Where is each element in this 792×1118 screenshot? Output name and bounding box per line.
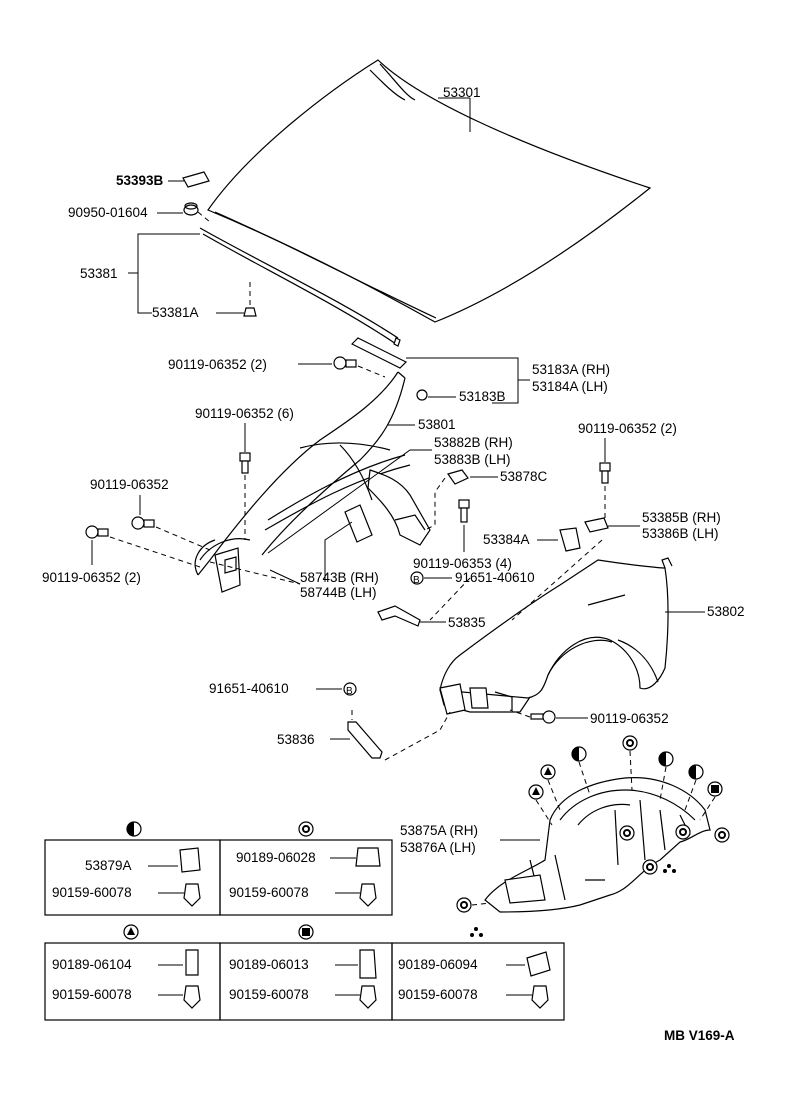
legend-3-part: 90189-06104 — [52, 957, 132, 972]
liner-marker-ring-3 — [675, 824, 691, 840]
label-bolt-apron: 90119-06352 (6) — [195, 406, 294, 421]
liner-marker-ring-1 — [622, 735, 638, 751]
legend-1-screw: 90159-60078 — [52, 885, 132, 900]
label-clip-878c: 53878C — [500, 469, 548, 484]
legend-4-part: 90189-06013 — [229, 957, 309, 972]
label-bolt-left2: 90119-06352 (2) — [42, 570, 141, 585]
label-bolt-right: 90119-06352 (2) — [578, 421, 677, 436]
nut-2-marker: B — [346, 686, 353, 697]
label-bolt-left: 90119-06352 — [90, 477, 169, 492]
label-apron: 53801 — [418, 417, 456, 432]
guard-icon — [584, 517, 609, 533]
liner-marker-half-3 — [688, 764, 704, 780]
label-stay-lh: 53184A (LH) — [532, 379, 608, 394]
hood-panel — [207, 59, 652, 323]
nut-2-icon: B — [343, 682, 357, 697]
label-nut-1: 91651-40610 — [455, 570, 535, 585]
legend-box-5: 90189-06094 90159-60078 — [391, 927, 565, 1021]
hood-seal — [199, 227, 401, 347]
liner-marker-triangle-2 — [528, 784, 544, 800]
legend-box-1: 53879A 90159-60078 — [44, 821, 221, 916]
bolt-top-icon — [333, 356, 357, 370]
label-bolt-4: 90119-06353 (4) — [413, 556, 512, 571]
legend-box-4: 90189-06013 90159-60078 — [219, 924, 393, 1021]
bolt-right-icon — [599, 462, 611, 484]
front-fender — [439, 557, 673, 715]
label-protector: 53384A — [483, 532, 530, 547]
label-liner-lh: 53876A (LH) — [400, 840, 476, 855]
cushion-bolt — [183, 202, 199, 216]
bracket-835 — [377, 605, 421, 627]
label-bracket-836: 53836 — [277, 732, 315, 747]
liner-marker-dots — [663, 864, 676, 873]
liner-marker-triangle-1 — [540, 764, 556, 780]
label-bolt-fender: 90119-06352 — [590, 711, 669, 726]
legend-box-3: 90189-06104 90159-60078 — [44, 924, 221, 1021]
bolt-left2-icon — [85, 525, 109, 539]
label-guard-rh: 53385B (RH) — [642, 510, 721, 525]
label-bolt-top: 90119-06352 (2) — [168, 357, 267, 372]
legend-box-2: 90189-06028 90159-60078 — [219, 821, 393, 916]
legend-2-part: 90189-06028 — [236, 850, 316, 865]
bolt-fender-icon — [530, 710, 556, 724]
nut-1-marker: B — [413, 575, 420, 586]
liner-marker-square-1 — [707, 781, 723, 797]
bolt-apron-icon — [239, 452, 251, 474]
label-fender: 53802 — [707, 604, 745, 619]
label-seal-rh: 58743B (RH) — [300, 570, 379, 585]
legend-3-screw: 90159-60078 — [52, 987, 132, 1002]
legend-5-part: 90189-06094 — [398, 957, 478, 972]
label-stay-rh: 53183A (RH) — [532, 362, 610, 377]
bolt-left-icon — [131, 516, 155, 530]
liner-marker-ring-5 — [642, 859, 658, 875]
clip-53878c-icon — [447, 469, 469, 485]
label-cushion-bolt: 90950-01604 — [68, 205, 148, 220]
hood-hinge-plate — [350, 337, 408, 369]
label-hood-seal: 53381 — [80, 266, 118, 281]
legend-5-screw: 90159-60078 — [398, 987, 478, 1002]
hinge-clip-icon — [416, 389, 428, 401]
label-seal-lh: 58744B (LH) — [300, 585, 377, 600]
label-nut-2: 91651-40610 — [209, 681, 289, 696]
label-hood-cushion: 53393B — [116, 173, 164, 188]
liner-marker-ring-6 — [456, 897, 472, 913]
legend-4-screw: 90159-60078 — [229, 987, 309, 1002]
label-guard-lh: 53386B (LH) — [642, 526, 719, 541]
label-bracket-lh: 53883B (LH) — [434, 452, 511, 467]
label-bracket-rh: 53882B (RH) — [434, 435, 513, 450]
liner-marker-ring-4 — [714, 827, 730, 843]
nut-1-icon: B — [410, 571, 424, 586]
fender-apron — [194, 371, 431, 593]
bracket-836 — [347, 721, 383, 759]
liner-marker-ring-2 — [619, 825, 635, 841]
liner-marker-half-1 — [571, 746, 587, 762]
liner-marker-half-2 — [658, 751, 674, 767]
reference-code: MB V169-A — [664, 1028, 735, 1043]
label-liner-rh: 53875A (RH) — [400, 823, 478, 838]
label-bracket-835: 53835 — [448, 615, 486, 630]
label-hinge-clip: 53183B — [459, 389, 506, 404]
bolt-4-icon — [458, 499, 470, 523]
fender-liner — [484, 777, 711, 913]
label-hood: 53301 — [443, 85, 481, 100]
label-hood-seal-clip: 53381A — [152, 305, 199, 320]
legend-5-dots-icon — [470, 927, 483, 937]
legend-1-part: 53879A — [85, 858, 132, 873]
hood-cushion — [182, 171, 210, 188]
legend-2-screw: 90159-60078 — [229, 885, 309, 900]
protector-icon — [559, 527, 581, 552]
seal-clip-icon — [243, 280, 257, 317]
